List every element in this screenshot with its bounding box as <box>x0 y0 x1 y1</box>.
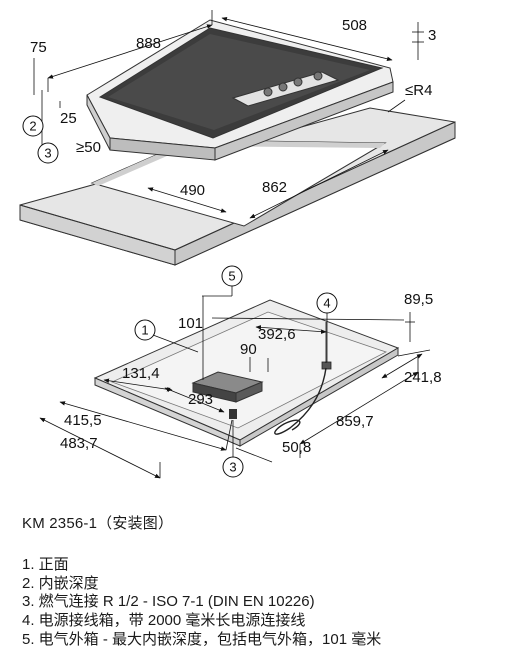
drawing-caption: KM 2356-1（安装图） <box>22 515 174 532</box>
bottom-view: 1 5 4 3 101 392,6 89,5 90 131,4 293 241,… <box>39 265 442 479</box>
dim-r4: ≤R4 <box>405 82 432 99</box>
control-knobs <box>263 71 323 97</box>
top-view: 2 3 75 888 508 3 ≤R4 25 ≥50 490 862 <box>19 10 456 266</box>
legend-item-2: 2. 内嵌深度 <box>22 574 99 592</box>
dim-50-8: 50,8 <box>282 439 311 456</box>
legend-item-4: 4. 电源接线箱，带 2000 毫米长电源连接线 <box>22 612 306 630</box>
callout-2-top: 2 <box>29 119 36 134</box>
legend-item-5: 5. 电气外箱 - 最大内嵌深度，包括电气外箱，101 毫米 <box>22 630 382 648</box>
dim-293: 293 <box>188 391 213 408</box>
legend-item-3: 3. 燃气连接 R 1/2 - ISO 7-1 (DIN EN 10226) <box>22 593 315 611</box>
power-connection-box <box>321 361 332 370</box>
dim-50: ≥50 <box>76 139 101 156</box>
dim-392-6: 392,6 <box>258 326 296 343</box>
dim-25: 25 <box>60 110 77 127</box>
legend-list: 1. 正面 2. 内嵌深度 3. 燃气连接 R 1/2 - ISO 7-1 (D… <box>22 556 381 650</box>
callout-3-bottom: 3 <box>229 460 236 475</box>
dim-888: 888 <box>136 35 161 52</box>
dim-89-5: 89,5 <box>404 291 433 308</box>
dim-508: 508 <box>342 17 367 34</box>
dim-3: 3 <box>428 27 436 44</box>
dim-490: 490 <box>180 182 205 199</box>
installation-drawing: 2 3 75 888 508 3 ≤R4 25 ≥50 490 862 <box>19 10 456 479</box>
gas-connector <box>229 409 237 419</box>
dim-859-7: 859,7 <box>336 413 374 430</box>
dim-131-4: 131,4 <box>122 365 160 382</box>
dim-101: 101 <box>178 315 203 332</box>
callout-5: 5 <box>228 269 235 284</box>
dim-862: 862 <box>262 179 287 196</box>
dim-415-5: 415,5 <box>64 412 102 429</box>
legend-item-1: 1. 正面 <box>22 556 69 573</box>
dim-483-7: 483,7 <box>60 435 98 452</box>
callout-4: 4 <box>323 296 330 311</box>
dim-241-8: 241,8 <box>404 369 442 386</box>
dim-90: 90 <box>240 341 257 358</box>
callout-1: 1 <box>141 323 148 338</box>
callout-3-top: 3 <box>44 146 51 161</box>
dim-75: 75 <box>30 39 47 56</box>
